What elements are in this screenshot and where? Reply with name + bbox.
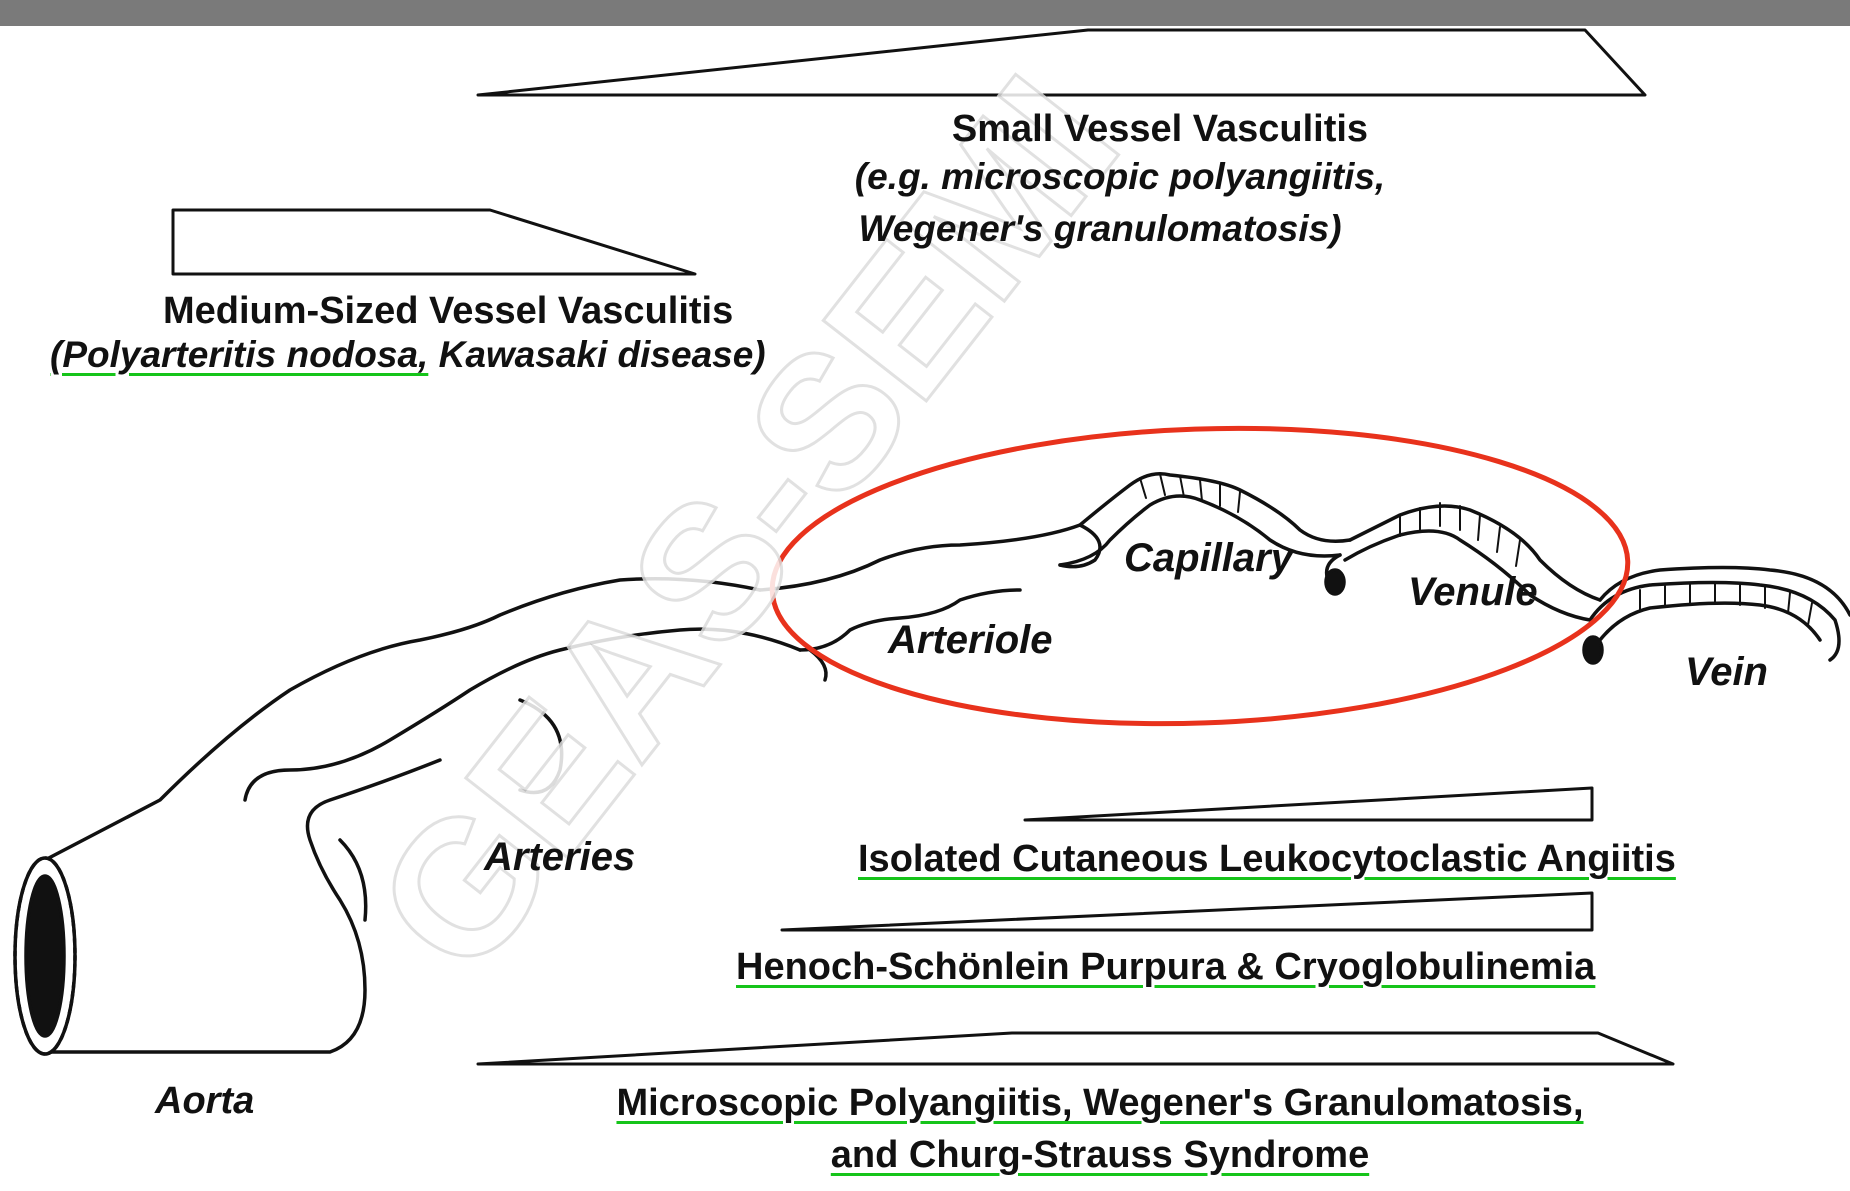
polyarteritis-label: (Polyarteritis nodosa, xyxy=(50,334,428,375)
medium-vessel-examples: (Polyarteritis nodosa, Kawasaki disease) xyxy=(50,336,766,373)
arteries-label: Arteries xyxy=(484,837,635,877)
venule-label: Venule xyxy=(1408,572,1538,612)
arteriole-label: Arteriole xyxy=(888,620,1053,660)
small-vessel-examples-2: Wegener's granulomatosis) xyxy=(800,210,1400,247)
mpa-wedge xyxy=(478,1033,1673,1064)
henoch-wedge xyxy=(782,893,1592,930)
capillary-label: Capillary xyxy=(1124,538,1293,578)
henoch-label: Henoch-Schönlein Purpura & Cryoglobuline… xyxy=(736,948,1595,986)
vein-label: Vein xyxy=(1685,652,1768,692)
kawasaki-label: Kawasaki disease) xyxy=(428,334,765,375)
medium-vessel-wedge xyxy=(173,210,695,274)
medium-vessel-title: Medium-Sized Vessel Vasculitis xyxy=(163,292,733,330)
small-vessel-title: Small Vessel Vasculitis xyxy=(880,110,1440,148)
small-vessel-wedge xyxy=(478,30,1645,95)
isolated-wedge xyxy=(1025,788,1592,820)
isolated-cutaneous-label: Isolated Cutaneous Leukocytoclastic Angi… xyxy=(858,840,1676,878)
aorta-label: Aorta xyxy=(155,1082,254,1120)
mpa-label-line2: and Churg-Strauss Syndrome xyxy=(520,1136,1680,1174)
small-vessel-examples-1: (e.g. microscopic polyangiitis, xyxy=(800,158,1440,195)
mpa-label-line1: Microscopic Polyangiitis, Wegener's Gran… xyxy=(520,1084,1680,1122)
